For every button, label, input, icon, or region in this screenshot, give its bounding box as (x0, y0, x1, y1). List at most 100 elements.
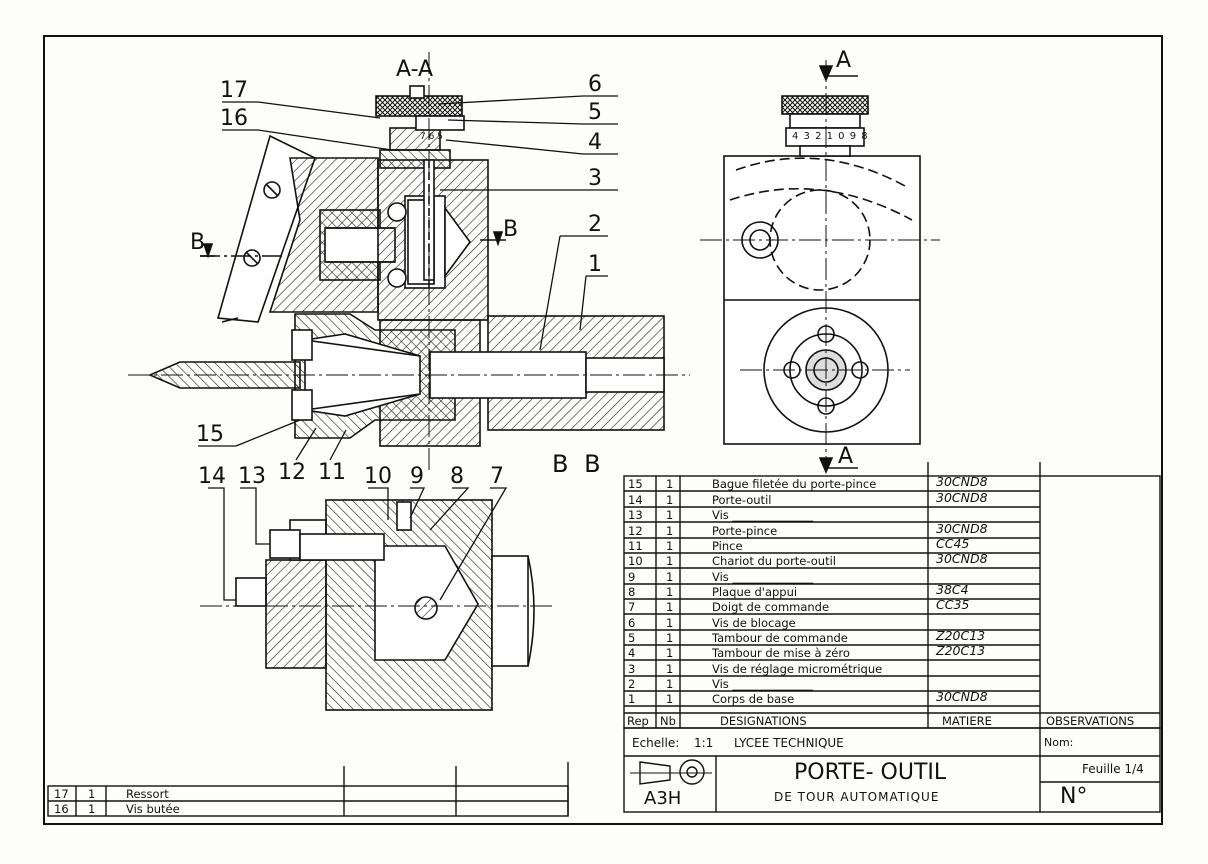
side-knob (781, 95, 869, 115)
callout-7: 7 (490, 464, 504, 489)
sheet-number: Feuille 1/4 (1082, 762, 1144, 776)
section-label-a-a: A-A (396, 57, 434, 82)
matiere: 38C4 (936, 582, 969, 597)
drum-scale-side: 4 3 2 1 0 9 8 (792, 131, 869, 142)
callout-8: 8 (450, 464, 464, 489)
extra-nb: 1 (88, 787, 96, 801)
extra-rep: 17 (54, 787, 69, 801)
nb: 1 (666, 539, 674, 553)
section-b-b-view (200, 499, 556, 711)
rep: 8 (628, 585, 636, 599)
page-subtitle: DE TOUR AUTOMATIQUE (774, 790, 940, 804)
rep: 14 (628, 493, 643, 507)
callout-14: 14 (198, 464, 226, 489)
matiere: 30CND8 (936, 490, 988, 505)
matiere: Z20C13 (936, 628, 986, 643)
designation: Tambour de mise à zéro (712, 646, 850, 660)
designation: Doigt de commande (712, 600, 830, 614)
rep: 3 (628, 662, 636, 676)
matiere: 30CND8 (936, 521, 988, 536)
designation: Bague filetée du porte-pince (712, 477, 877, 491)
extra-rep: 16 (54, 802, 69, 816)
nb: 1 (666, 600, 674, 614)
a-cut-plane (818, 65, 858, 475)
designation: Vis ______________ (712, 677, 813, 691)
nb: 1 (666, 524, 674, 538)
nb: 1 (666, 662, 674, 676)
callout-16: 16 (220, 106, 248, 131)
callout-10: 10 (364, 464, 392, 489)
drum-scale-section: 7 6 5 (420, 132, 443, 142)
section-label-a-bottom: A (838, 444, 854, 469)
list-item: 1 (666, 477, 674, 491)
matiere: 30CND8 (936, 689, 988, 704)
nb: 1 (666, 677, 674, 691)
nb: 1 (666, 554, 674, 568)
rep: 11 (628, 539, 643, 553)
rep: 1 (628, 692, 636, 706)
designation: Vis de réglage micrométrique (712, 662, 883, 676)
callout-3: 3 (588, 166, 602, 191)
nb: 1 (666, 616, 674, 630)
page-title: PORTE- OUTIL (794, 760, 947, 785)
callout-2: 2 (588, 212, 602, 237)
designation: Plaque d'appui (712, 585, 798, 599)
nb: 1 (666, 692, 674, 706)
matiere: Z20C13 (936, 643, 986, 658)
callout-9: 9 (410, 464, 424, 489)
nb: 1 (666, 646, 674, 660)
number-label: N° (1060, 784, 1088, 809)
designation: Chariot du porte-outil (712, 554, 836, 568)
rep: 2 (628, 677, 636, 691)
callout-11: 11 (318, 460, 346, 485)
designation: Pince (712, 539, 743, 553)
designation: Vis de blocage (712, 616, 796, 630)
nom-label: Nom: (1044, 736, 1074, 749)
nb: 1 (666, 585, 674, 599)
drawing-frame (43, 35, 1163, 825)
rep: 5 (628, 631, 636, 645)
knob-6 (375, 95, 463, 117)
matiere: 30CND8 (936, 474, 988, 489)
designation: Vis ______________ (712, 570, 813, 584)
extra-designation: Ressort (126, 787, 169, 801)
designation: Vis ______________ (712, 508, 813, 522)
header-matiere: MATIERE (942, 714, 992, 728)
rep: 13 (628, 508, 643, 522)
callout-5: 5 (588, 100, 602, 125)
scale-label: Echelle: (632, 736, 680, 750)
designation: Corps de base (712, 692, 795, 706)
designation: Porte-outil (712, 493, 772, 507)
nb: 1 (666, 570, 674, 584)
nb: 1 (666, 493, 674, 507)
nb: 1 (666, 508, 674, 522)
scale-value: 1:1 (694, 736, 714, 750)
matiere: 30CND8 (936, 551, 988, 566)
format-label: A3H (644, 788, 682, 809)
designation: Porte-pince (712, 524, 778, 538)
section-label-b-left: B (190, 230, 206, 255)
section-label-a-top: A (836, 48, 852, 73)
header-nb: Nb (660, 714, 676, 728)
matiere: CC35 (936, 597, 970, 612)
leader-lines (198, 95, 618, 601)
section-label-b-b: B B (552, 450, 605, 478)
rep: 6 (628, 616, 636, 630)
callout-1: 1 (588, 252, 602, 277)
side-view (700, 60, 940, 470)
rep: 10 (628, 554, 643, 568)
rep: 4 (628, 646, 636, 660)
extra-nb: 1 (88, 802, 96, 816)
list-item: 15 (628, 477, 643, 491)
callout-12: 12 (278, 460, 306, 485)
school-name: LYCEE TECHNIQUE (734, 736, 844, 750)
callout-15: 15 (196, 422, 224, 447)
tool-bit (216, 134, 316, 323)
callout-13: 13 (238, 464, 266, 489)
rep: 12 (628, 524, 643, 538)
nb: 1 (666, 631, 674, 645)
extra-designation: Vis butée (126, 802, 180, 816)
callout-17: 17 (220, 78, 248, 103)
b-cut-plane (200, 231, 506, 259)
